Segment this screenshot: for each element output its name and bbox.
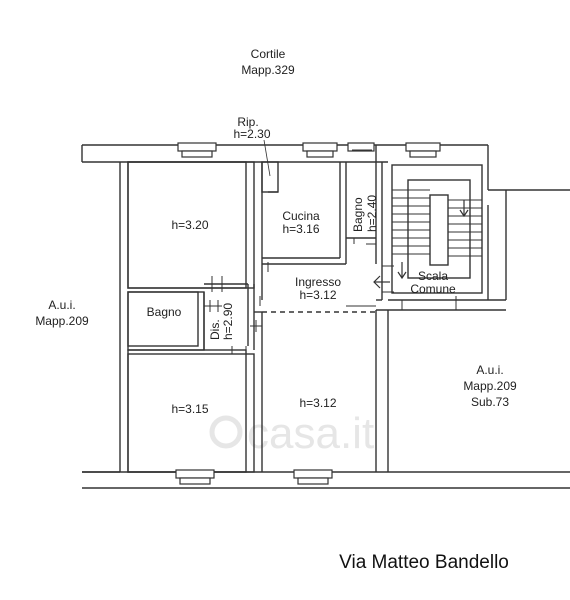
room-bottom-left-height: h=3.15: [171, 402, 208, 416]
aui-left-label: A.u.i.: [48, 298, 75, 312]
ingresso-label: Ingresso: [295, 275, 341, 289]
bagno-left-label: Bagno: [147, 305, 182, 319]
street-name: Via Matteo Bandello: [339, 552, 509, 573]
bagno-top-height: h=2.40: [365, 195, 379, 232]
cucina-height: h=3.16: [282, 222, 319, 236]
cortile-label: Cortile: [251, 47, 286, 61]
walls: [81, 144, 570, 489]
aui-right-sub-label: Sub.73: [471, 395, 509, 409]
scala-comune-label: Comune: [410, 282, 456, 296]
scala-label: Scala: [418, 269, 448, 283]
door-arrow: [373, 275, 390, 289]
ripostiglio-leader: [263, 139, 271, 177]
staircase: [392, 189, 482, 280]
room-bottom-mid-height: h=3.12: [299, 396, 336, 410]
aui-right-mapp-label: Mapp.209: [463, 379, 517, 393]
room-top-left-height: h=3.20: [171, 218, 208, 232]
ripostiglio-height: h=2.30: [233, 127, 270, 141]
disimpegno-height: h=2.90: [221, 303, 235, 340]
disimpegno-label: Dis.: [208, 319, 222, 340]
aui-left-mapp-label: Mapp.209: [35, 314, 89, 328]
cortile-mapp-label: Mapp.329: [241, 63, 295, 77]
aui-right-label: A.u.i.: [476, 363, 503, 377]
watermark: casa.it: [209, 409, 374, 458]
doors: [204, 149, 457, 354]
bagno-top-label: Bagno: [351, 197, 365, 232]
ingresso-height: h=3.12: [299, 288, 336, 302]
cucina-label: Cucina: [282, 209, 320, 223]
windows: [175, 142, 441, 485]
watermark-text: casa.it: [247, 409, 374, 458]
ripostiglio-label: Rip.: [237, 115, 258, 129]
